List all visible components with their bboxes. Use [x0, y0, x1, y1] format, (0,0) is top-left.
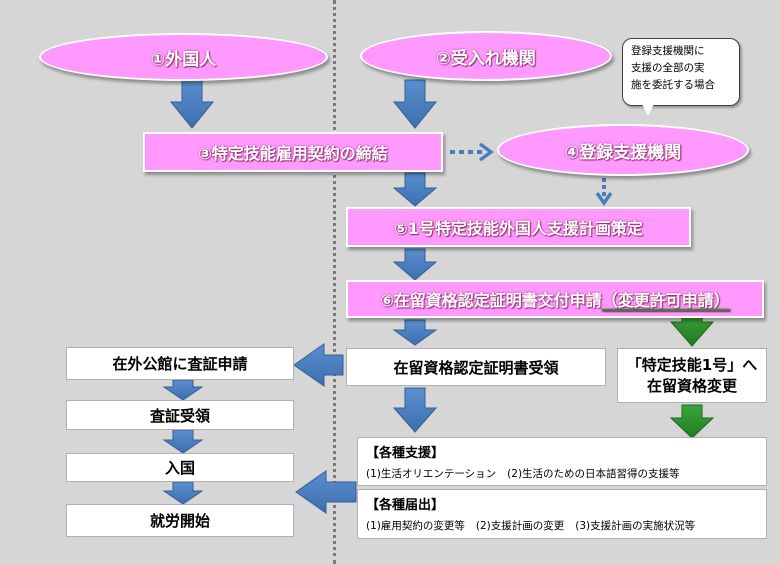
node-work-start-label: 就労開始 [149, 512, 210, 530]
arrow-left-notify-to-entry [295, 470, 357, 514]
node-certificate-receipt: 在留資格認定証明書受領 [346, 348, 606, 386]
callout-outsourcing-note: 登録支援機関に 支援の全部の実 施を委託する場合 [622, 38, 740, 106]
node-visa-application-label: 在外公館に査証申請 [112, 355, 248, 373]
node-foreigner: ①外国人 [39, 33, 328, 81]
support-box-title: 【各種支援】 [366, 446, 445, 461]
node-support-organization: ④登録支援機関 [497, 124, 749, 176]
node-visa-receipt: 査証受領 [66, 400, 294, 430]
support-activities-box: 【各種支援】 (1)生活オリエンテーション (2)生活のための日本語習得の支援等 [357, 437, 767, 486]
node-entry-label: 入国 [164, 459, 195, 477]
callout-line-1: 登録支援機関に [631, 45, 705, 57]
node-certificate-receipt-label: 在留資格認定証明書受領 [393, 358, 559, 377]
arrow-down-visa-apply-to-receipt [162, 379, 204, 401]
node-status-change-line2: 在留資格変更 [646, 376, 737, 395]
node-support-organization-label: ④登録支援機関 [564, 142, 682, 163]
arrow-down-receipt-to-support [392, 387, 438, 433]
node-certificate-application: ⑥在留資格認定証明書交付申請（変更許可申請） [346, 280, 764, 318]
arrow-down-contract-to-plan [392, 172, 438, 207]
arrow-down-plan-to-application [392, 248, 438, 281]
center-dotted-divider [333, 0, 336, 564]
support-item: (2)生活のための日本語習得の支援等 [507, 468, 680, 480]
arrow-down-visa-receipt-to-entry [162, 429, 204, 454]
node-visa-receipt-label: 査証受領 [149, 406, 210, 425]
dotted-arrow-contract-to-support-org-head [478, 142, 494, 162]
arrow-down-foreigner-to-contract [169, 79, 215, 129]
node-status-change-line1: 「特定技能1号」へ [626, 355, 758, 374]
node-support-plan-label: ⑤1号特定技能外国人支援計画策定 [394, 219, 643, 238]
arrow-down-green-change-to-support [669, 404, 715, 439]
notify-item: (3)支援計画の実施状況等 [575, 520, 696, 532]
callout-line-3: 施を委託する場合 [631, 79, 715, 91]
node-foreigner-label: ①外国人 [150, 49, 217, 70]
node-visa-application: 在外公館に査証申請 [66, 347, 294, 380]
notify-box-items: (1)雇用契約の変更等 (2)支援計画の変更 (3)支援計画の実施状況等 [366, 518, 758, 533]
notify-item: (1)雇用契約の変更等 [366, 520, 465, 532]
arrow-down-application-to-receipt [392, 319, 438, 346]
support-box-items: (1)生活オリエンテーション (2)生活のための日本語習得の支援等 [366, 466, 758, 481]
notify-item: (2)支援計画の変更 [475, 520, 565, 532]
arrow-left-receipt-to-visa-apply [293, 343, 344, 387]
notify-box-title: 【各種届出】 [366, 498, 445, 513]
node-change-permission-label: （変更許可申請） [601, 291, 730, 310]
callout-line-2: 支援の全部の実 [631, 62, 705, 74]
arrow-down-host-to-contract [392, 79, 438, 129]
node-work-start: 就労開始 [66, 504, 294, 537]
callout-tail [642, 104, 654, 116]
node-entry: 入国 [66, 453, 294, 482]
node-employment-contract-label: ③特定技能雇用契約の締結 [198, 144, 388, 163]
support-item: (1)生活オリエンテーション [366, 468, 497, 480]
notifications-box: 【各種届出】 (1)雇用契約の変更等 (2)支援計画の変更 (3)支援計画の実施状況… [357, 489, 767, 539]
node-status-change: 「特定技能1号」へ 在留資格変更 [617, 348, 767, 403]
arrow-down-entry-to-work [162, 481, 204, 505]
node-support-plan: ⑤1号特定技能外国人支援計画策定 [346, 207, 691, 247]
node-host-organization: ②受入れ機関 [360, 31, 612, 81]
node-employment-contract: ③特定技能雇用契約の締結 [143, 132, 443, 172]
node-host-organization-label: ②受入れ機関 [436, 48, 536, 69]
node-certificate-application-label: ⑥在留資格認定証明書交付申請 [380, 291, 602, 310]
dotted-arrow-support-org-to-plan-head [595, 191, 613, 207]
